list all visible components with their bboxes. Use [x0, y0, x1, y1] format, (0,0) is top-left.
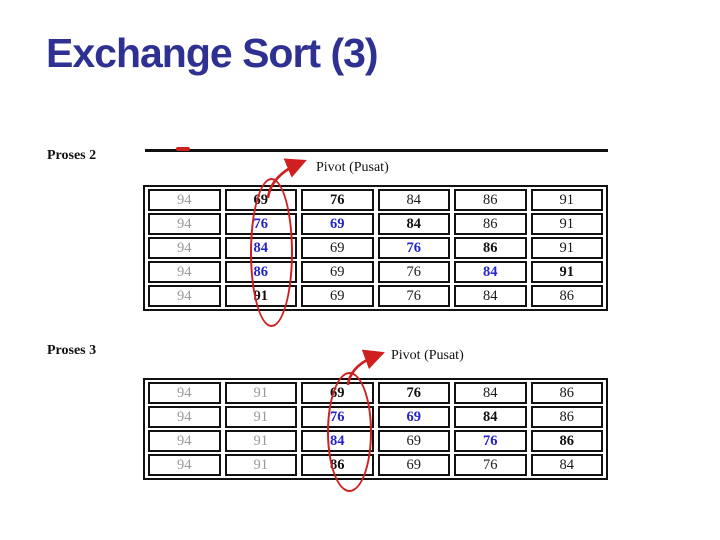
- table-cell: 91: [224, 454, 297, 476]
- table-cell: 69: [301, 237, 374, 259]
- table-cell: 84: [377, 213, 450, 235]
- table-cell: 86: [530, 430, 603, 452]
- divider-line: [145, 149, 608, 152]
- table-cell: 91: [224, 406, 297, 428]
- table-cell: 84: [454, 261, 527, 283]
- table-cell: 86: [530, 285, 603, 307]
- table-cell: 94: [148, 261, 221, 283]
- proses-2-label: Proses 2: [47, 148, 97, 163]
- table-cell: 86: [454, 237, 527, 259]
- table-cell: 94: [148, 382, 221, 404]
- table-cell: 94: [148, 285, 221, 307]
- table-cell: 69: [377, 454, 450, 476]
- table-cell: 84: [454, 406, 527, 428]
- table-cell: 94: [148, 237, 221, 259]
- table-cell: 86: [454, 189, 527, 211]
- table-cell: 76: [454, 430, 527, 452]
- table-cell: 69: [377, 430, 450, 452]
- proses-3-label: Proses 3: [47, 343, 97, 358]
- pivot-label-1: Pivot (Pusat): [316, 160, 389, 175]
- table-cell: 91: [530, 189, 603, 211]
- table-cell: 84: [454, 382, 527, 404]
- table-cell: 94: [148, 189, 221, 211]
- table-cell: 94: [148, 213, 221, 235]
- table-cell: 76: [377, 285, 450, 307]
- table-cell: 91: [224, 430, 297, 452]
- table-cell: 69: [301, 285, 374, 307]
- table-cell: 91: [530, 213, 603, 235]
- table-cell: 91: [530, 237, 603, 259]
- table-cell: 69: [301, 261, 374, 283]
- table-cell: 76: [377, 382, 450, 404]
- table-cell: 69: [301, 213, 374, 235]
- table-cell: 94: [148, 430, 221, 452]
- table-cell: 94: [148, 406, 221, 428]
- pivot-circle-2: [327, 372, 372, 492]
- pivot-arrow-icon: [266, 158, 307, 199]
- red-mark: [176, 147, 190, 151]
- table-cell: 86: [530, 382, 603, 404]
- table-cell: 76: [301, 189, 374, 211]
- table-cell: 69: [377, 406, 450, 428]
- table-cell: 86: [530, 406, 603, 428]
- pivot-circle-1: [250, 178, 293, 327]
- table-cell: 86: [454, 213, 527, 235]
- table-cell: 91: [224, 382, 297, 404]
- table-cell: 84: [530, 454, 603, 476]
- table-cell: 84: [377, 189, 450, 211]
- table-cell: 76: [454, 454, 527, 476]
- slide-title: Exchange Sort (3): [46, 30, 379, 76]
- pivot-label-2: Pivot (Pusat): [391, 348, 464, 363]
- pivot-arrow-icon: [346, 349, 385, 386]
- table-cell: 76: [377, 237, 450, 259]
- table-cell: 91: [530, 261, 603, 283]
- table-cell: 76: [377, 261, 450, 283]
- table-cell: 94: [148, 454, 221, 476]
- table-cell: 84: [454, 285, 527, 307]
